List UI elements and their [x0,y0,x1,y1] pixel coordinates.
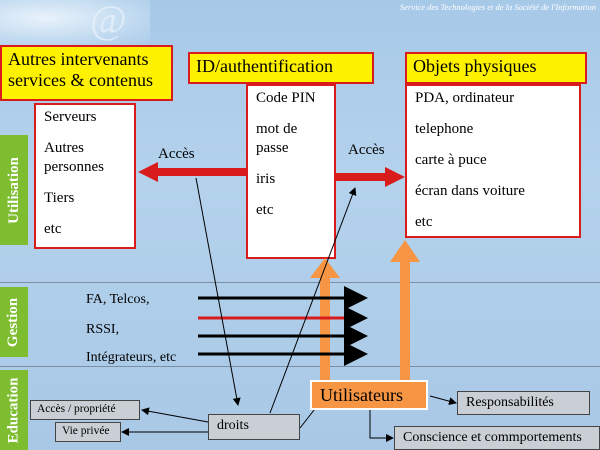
objets-physiques-box: PDA, ordinateur telephone carte à puce é… [405,84,581,238]
list-item: iris [256,171,276,187]
logo-graphic [0,0,150,45]
header-text: Service des Technologies et de la Sociét… [400,2,597,12]
acces-propriete-connector [141,407,209,423]
acces-right-arrow [336,167,405,187]
utilisateurs-box: Utilisateurs [310,380,428,410]
acces-right-label: Accès [348,142,385,158]
id-authentification-title: ID/authentification [188,52,374,84]
section-divider [0,366,600,367]
list-item: telephone [415,121,474,137]
orange-up-arrow [390,240,420,380]
responsabilites-connector [429,395,457,406]
section-label-gestion: Gestion [0,287,28,357]
acces-propriete-box: Accès / propriété [30,400,140,420]
gestion-item: RSSI, [86,322,120,337]
list-item: écran dans voiture [415,183,525,199]
acces-left-arrow [138,162,246,182]
droits-connector [195,177,241,406]
list-item: PDA, ordinateur [415,90,515,106]
gestion-item: Intégrateurs, etc [86,350,177,365]
droits-connector [269,187,357,414]
list-item: Autres personnes [44,140,104,175]
list-item: Tiers [44,190,75,206]
section-divider [0,282,600,283]
list-item: etc [44,221,62,237]
responsabilites-box: Responsabilités [457,391,590,415]
list-item: Code PIN [256,90,316,106]
list-item: Serveurs [44,109,97,125]
autres-intervenants-title: Autres intervenants services & contenus [0,45,173,101]
id-authentification-box: Code PIN mot de passe iris etc [246,84,336,259]
gestion-item: FA, Telcos, [86,292,150,307]
conscience-connector [369,404,394,442]
at-sign-icon: @ [90,0,127,42]
objets-physiques-title: Objets physiques [405,52,587,84]
vie-privee-box: Vie privée [55,422,121,442]
autres-intervenants-box: Serveurs Autres personnes Tiers etc [34,103,136,249]
list-item: etc [415,214,433,230]
conscience-box: Conscience et commportements [394,426,600,450]
list-item: etc [256,202,274,218]
list-item: carte à puce [415,152,487,168]
acces-left-label: Accès [158,146,195,162]
section-label-education: Education [0,370,28,450]
list-item: mot de passe [256,121,298,156]
section-label-utilisation: Utilisation [0,135,28,245]
droits-box: droits [208,414,300,440]
